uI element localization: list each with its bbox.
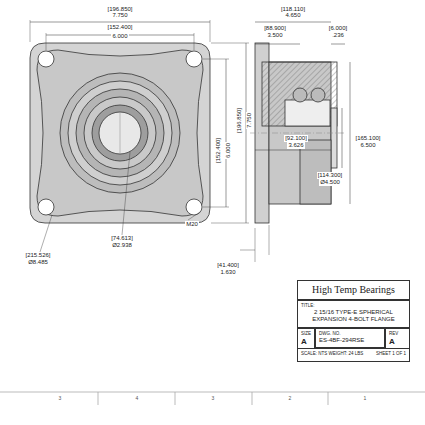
cell-value: ES-4BF-294RSE [319,337,381,344]
zone-number: 4 [135,395,140,402]
dimension-text: 6.000 [111,33,128,40]
dimension-text: [152.400] [106,24,133,31]
cell-heading: REV [389,331,406,337]
dimension-text: [215.526] [24,252,51,259]
dimension-text: [114.300] [317,172,344,179]
zone-number: 1 [363,395,368,402]
cell-heading: TITLE: [301,303,406,309]
cell-heading: SIZE [301,331,311,337]
dimension-text: Ø2.938 [111,242,133,249]
cell-value: 2 15/16 TYPE-E SPHERICAL EXPANSION 4-BOL… [301,309,406,323]
dimension-text: [6.000] [328,25,348,32]
dimension-text: 3.626 [287,142,304,149]
dimension-text: 6.500 [359,142,376,149]
dimension-text: 7.750 [111,12,128,19]
cell-heading: SCALE: NTS WEIGHT: 24 LBS [301,351,363,359]
dimension-text: 4.650 [284,12,301,19]
dimension-text: [41.400] [216,262,240,269]
dimension-text: .236 [331,32,345,39]
dimension-text: 7.750 [246,111,253,128]
cell-heading: High Temp Bearings [312,284,395,296]
dimension-text: 6.000 [225,141,232,158]
title-block-cell: SCALE: NTS WEIGHT: 24 LBS SHEET 1 OF 1 [297,348,410,362]
cell-heading: DWG. NO. [319,331,381,337]
title-block-cell: TITLE:2 15/16 TYPE-E SPHERICAL EXPANSION… [297,300,410,328]
company-cell: High Temp Bearings [297,280,410,300]
dimension-text: 3.500 [266,32,283,39]
dimension-text: [165.100] [354,135,381,142]
title-block-cell: REVA [385,328,410,349]
dimension-text: [92.100] [284,135,308,142]
zone-number: 2 [288,395,293,402]
dimension-text: [74.613] [110,235,134,242]
cell-value: A [301,337,311,346]
dimension-text: Ø4.500 [319,179,341,186]
zone-number: 3 [58,395,63,402]
dimension-text: 1.630 [219,269,236,276]
dimension-text: Ø8.485 [27,259,49,266]
zone-number: 3 [211,395,216,402]
cell-value: A [389,337,406,346]
dimension-text: [88.900] [263,25,287,32]
cell-value: SHEET 1 OF 1 [376,351,406,359]
title-block-cell: DWG. NO.ES-4BF-294RSE [315,328,385,348]
title-block-cell: SIZEA [297,328,315,349]
dimension-text: [196.850] [237,106,244,133]
dimension-text: M20 [185,221,199,228]
dimension-text: [152.400] [216,136,223,163]
